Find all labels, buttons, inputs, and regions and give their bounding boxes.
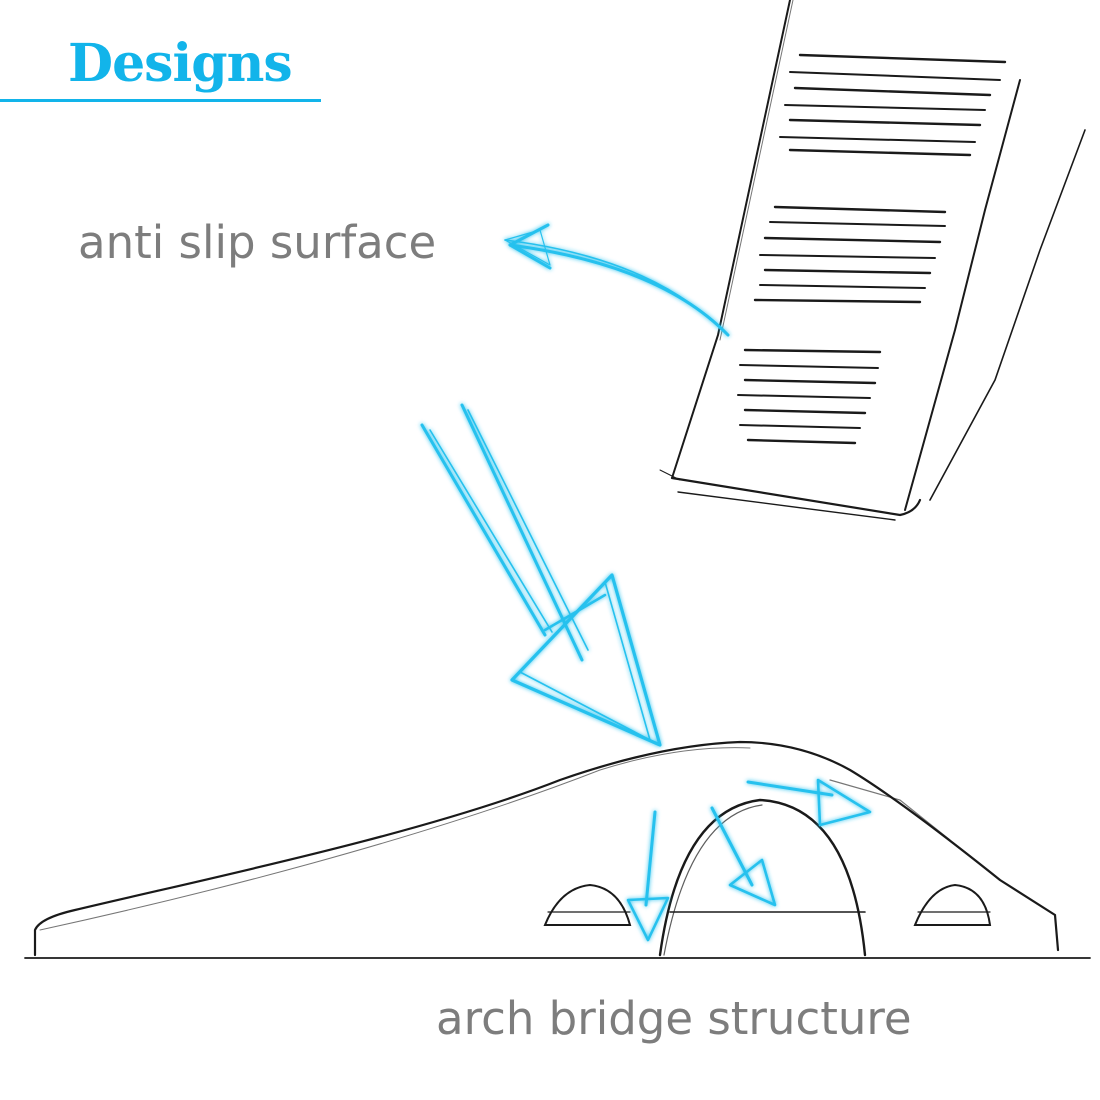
anti-slip-label: anti slip surface xyxy=(78,216,437,269)
arch-bridge xyxy=(24,740,1091,959)
arrow-to-anti-slip xyxy=(504,223,730,337)
ramp-plank xyxy=(659,0,1086,521)
title-underline xyxy=(0,99,321,102)
anti-slip-stripes xyxy=(737,53,1007,445)
blue-arrows xyxy=(420,223,872,942)
arch-bridge-label: arch bridge structure xyxy=(436,992,912,1045)
big-down-arrow xyxy=(420,403,662,747)
bridge-force-arrows xyxy=(626,778,872,942)
page-title: Designs xyxy=(68,33,293,94)
